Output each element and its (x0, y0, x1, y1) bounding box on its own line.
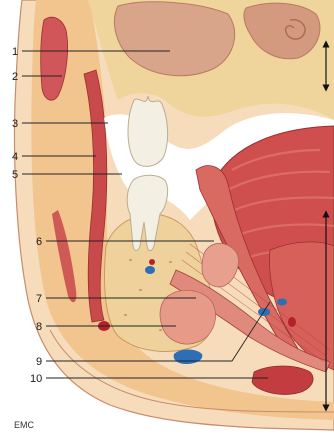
lingual-vein-2 (277, 299, 287, 306)
label-2: 2 (12, 71, 18, 83)
label-1: 1 (12, 46, 18, 58)
upper-tooth (128, 96, 168, 166)
publisher-credit: EMC (14, 420, 35, 430)
label-9: 9 (36, 356, 42, 368)
label-4: 4 (12, 151, 18, 163)
label-10: 10 (30, 373, 42, 385)
label-7: 7 (36, 293, 42, 305)
lingual-artery (288, 317, 296, 327)
label-6: 6 (36, 236, 42, 248)
inferior-alveolar-artery (149, 259, 155, 265)
label-3: 3 (12, 118, 18, 130)
label-8: 8 (36, 321, 42, 333)
label-5: 5 (12, 169, 18, 181)
inferior-alveolar-vein (145, 266, 155, 274)
